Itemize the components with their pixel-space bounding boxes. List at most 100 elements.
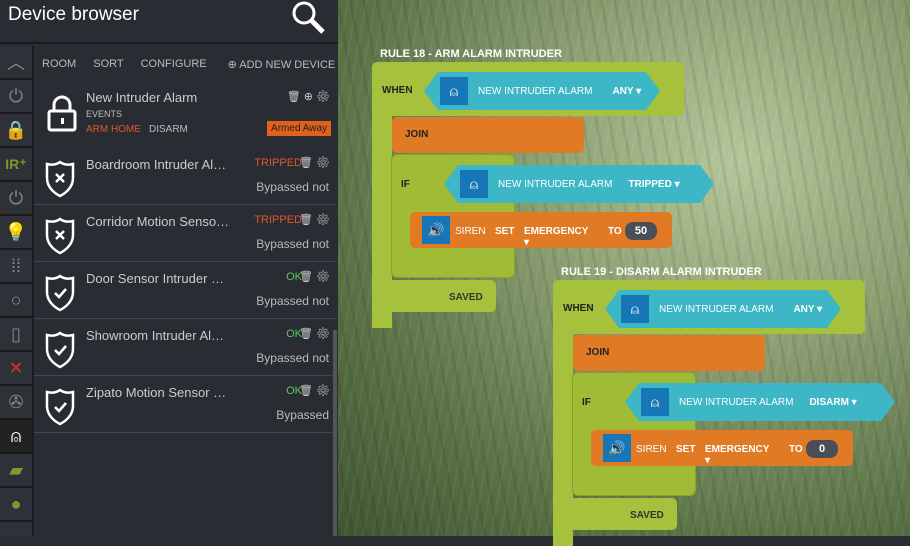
ir-icon[interactable]: IR⁺ [0,148,32,182]
saved-label: SAVED [630,510,664,521]
search-icon[interactable] [290,0,326,36]
gear-icon[interactable]: ⚙ [316,328,330,340]
trash-icon[interactable]: 🗑 [299,157,313,169]
scrollbar[interactable] [333,330,337,536]
lock-icon[interactable]: 🔒 [0,114,32,148]
param-dropdown[interactable]: EMERGENCY ▾ [524,226,589,248]
device-item[interactable]: Boardroom Intruder Al… TRIPPED 🗑 ⚙ Bypas… [34,148,336,205]
siren-icon: ⍝ [460,170,488,198]
saved-label: SAVED [449,292,483,303]
page-title: Device browser [8,4,139,25]
add-icon[interactable]: ⊕ [303,91,313,103]
device-name: Zipato Motion Sensor … [86,385,227,400]
trash-icon[interactable]: 🗑 [299,385,313,397]
bypass-status: Bypassed not [256,351,329,365]
camera-icon[interactable]: ▰ [0,454,32,488]
speaker-icon: 🔊 [422,216,450,244]
dots-icon[interactable]: ⁞⁞ [0,250,32,284]
switch-icon[interactable]: ▯ [0,318,32,352]
siren-icon: ⍝ [621,295,649,323]
device-state: OK [286,271,302,283]
trash-icon[interactable]: 🗑 [299,271,313,283]
trigger-device-selector[interactable]: ⍝ NEW INTRUDER ALARM ANY ▾ [605,290,841,328]
keyfob-icon[interactable]: ● [0,488,32,522]
device-item[interactable]: Zipato Motion Sensor … OK 🗑 ⚙ Bypassed [34,376,336,433]
trigger-device: NEW INTRUDER ALARM [478,85,593,97]
gear-icon[interactable]: ⚙ [316,157,330,169]
trash-icon[interactable]: 🗑 [286,91,301,103]
trash-icon[interactable]: 🗑 [299,214,313,226]
power-icon[interactable]: ⏻ [0,182,32,216]
gear-icon[interactable]: ⚙ [316,385,330,397]
device-name: Boardroom Intruder Al… [86,157,227,172]
value-input[interactable]: 0 [806,440,838,458]
bypass-status: Bypassed not [256,237,329,251]
scroll-up-icon[interactable]: ︿ [0,46,32,80]
gear-icon[interactable]: ⚙ [316,271,330,283]
trigger-value-dropdown[interactable]: ANY ▾ [612,85,642,97]
join-block[interactable] [392,117,584,153]
device-item[interactable]: Showroom Intruder Al… OK 🗑 ⚙ Bypassed no… [34,319,336,376]
gear-icon[interactable]: ⚙ [316,214,330,226]
mute-icon[interactable]: ✕ [0,352,32,386]
param-value: EMERGENCY [524,226,589,237]
device-state: OK [286,328,302,340]
device-name: Door Sensor Intruder … [86,271,225,286]
power-icon[interactable]: ⏻ [0,80,32,114]
toolbar: ROOM SORT CONFIGURE ⊕ ADD NEW DEVICE [42,58,335,71]
device-name: Corridor Motion Senso… [86,214,230,229]
trigger-device-selector[interactable]: ⍝ NEW INTRUDER ALARM ANY ▾ [424,72,660,110]
to-label: TO [789,444,803,455]
condition-value-dropdown[interactable]: TRIPPED ▾ [628,178,680,190]
siren-icon: ⍝ [440,77,468,105]
bulb-icon[interactable]: 💡 [0,216,32,250]
add-device-label: ADD NEW DEVICE [239,59,336,71]
add-device-button[interactable]: ⊕ ADD NEW DEVICE [228,58,336,71]
bulb-icon[interactable]: ○ [0,284,32,318]
trigger-value-dropdown[interactable]: ANY ▾ [793,303,823,315]
device-state: OK [286,385,302,397]
siren-icon[interactable]: ⍝ [0,420,32,454]
device-actions: 🗑 ⚙ [299,327,330,340]
param-dropdown[interactable]: EMERGENCY ▾ [705,444,770,466]
disarm-button[interactable]: DISARM [149,124,188,135]
bypass-status: Bypassed not [256,180,329,194]
saved-footer [372,280,496,312]
condition-device-selector[interactable]: ⍝ NEW INTRUDER ALARM DISARM ▾ [625,383,895,421]
value-input[interactable]: 50 [625,222,657,240]
when-label: WHEN [382,85,413,96]
device-actions: 🗑 ⚙ [299,156,330,169]
arm-home-button[interactable]: ARM HOME [86,124,141,135]
when-label: WHEN [563,303,594,314]
join-label: JOIN [405,129,429,140]
set-label: SET [676,444,696,455]
shield-x-icon [45,217,75,255]
main-device-item[interactable]: New Intruder Alarm EVENTS ARM HOME DISAR… [34,82,336,148]
condition-device: NEW INTRUDER ALARM [679,396,794,408]
if-label: IF [582,397,591,408]
status-badge: Armed Away [267,121,331,136]
device-item[interactable]: Corridor Motion Senso… TRIPPED 🗑 ⚙ Bypas… [34,205,336,262]
shield-check-icon [45,274,75,312]
action-device: SIREN [455,226,486,237]
rule-title: RULE 19 - DISARM ALARM INTRUDER [561,266,762,278]
condition-value-dropdown[interactable]: DISARM ▾ [809,396,857,408]
configure-button[interactable]: CONFIGURE [140,58,207,70]
gear-icon[interactable]: ⚙ [316,91,330,103]
device-actions: 🗑 ⚙ [299,384,330,397]
device-item[interactable]: Door Sensor Intruder … OK 🗑 ⚙ Bypassed n… [34,262,336,319]
siren-icon: ⍝ [641,388,669,416]
sort-button[interactable]: SORT [93,58,124,70]
device-state: TRIPPED [254,157,302,169]
condition-value: DISARM [809,396,849,408]
condition-value: TRIPPED [628,178,672,190]
fan-icon[interactable]: ✇ [0,386,32,420]
trash-icon[interactable]: 🗑 [299,328,313,340]
room-button[interactable]: ROOM [42,58,77,70]
if-label: IF [401,179,410,190]
device-name: Showroom Intruder Al… [86,328,225,343]
events-link[interactable]: EVENTS [86,109,123,119]
trigger-device: NEW INTRUDER ALARM [659,303,774,315]
join-block[interactable] [573,335,765,371]
